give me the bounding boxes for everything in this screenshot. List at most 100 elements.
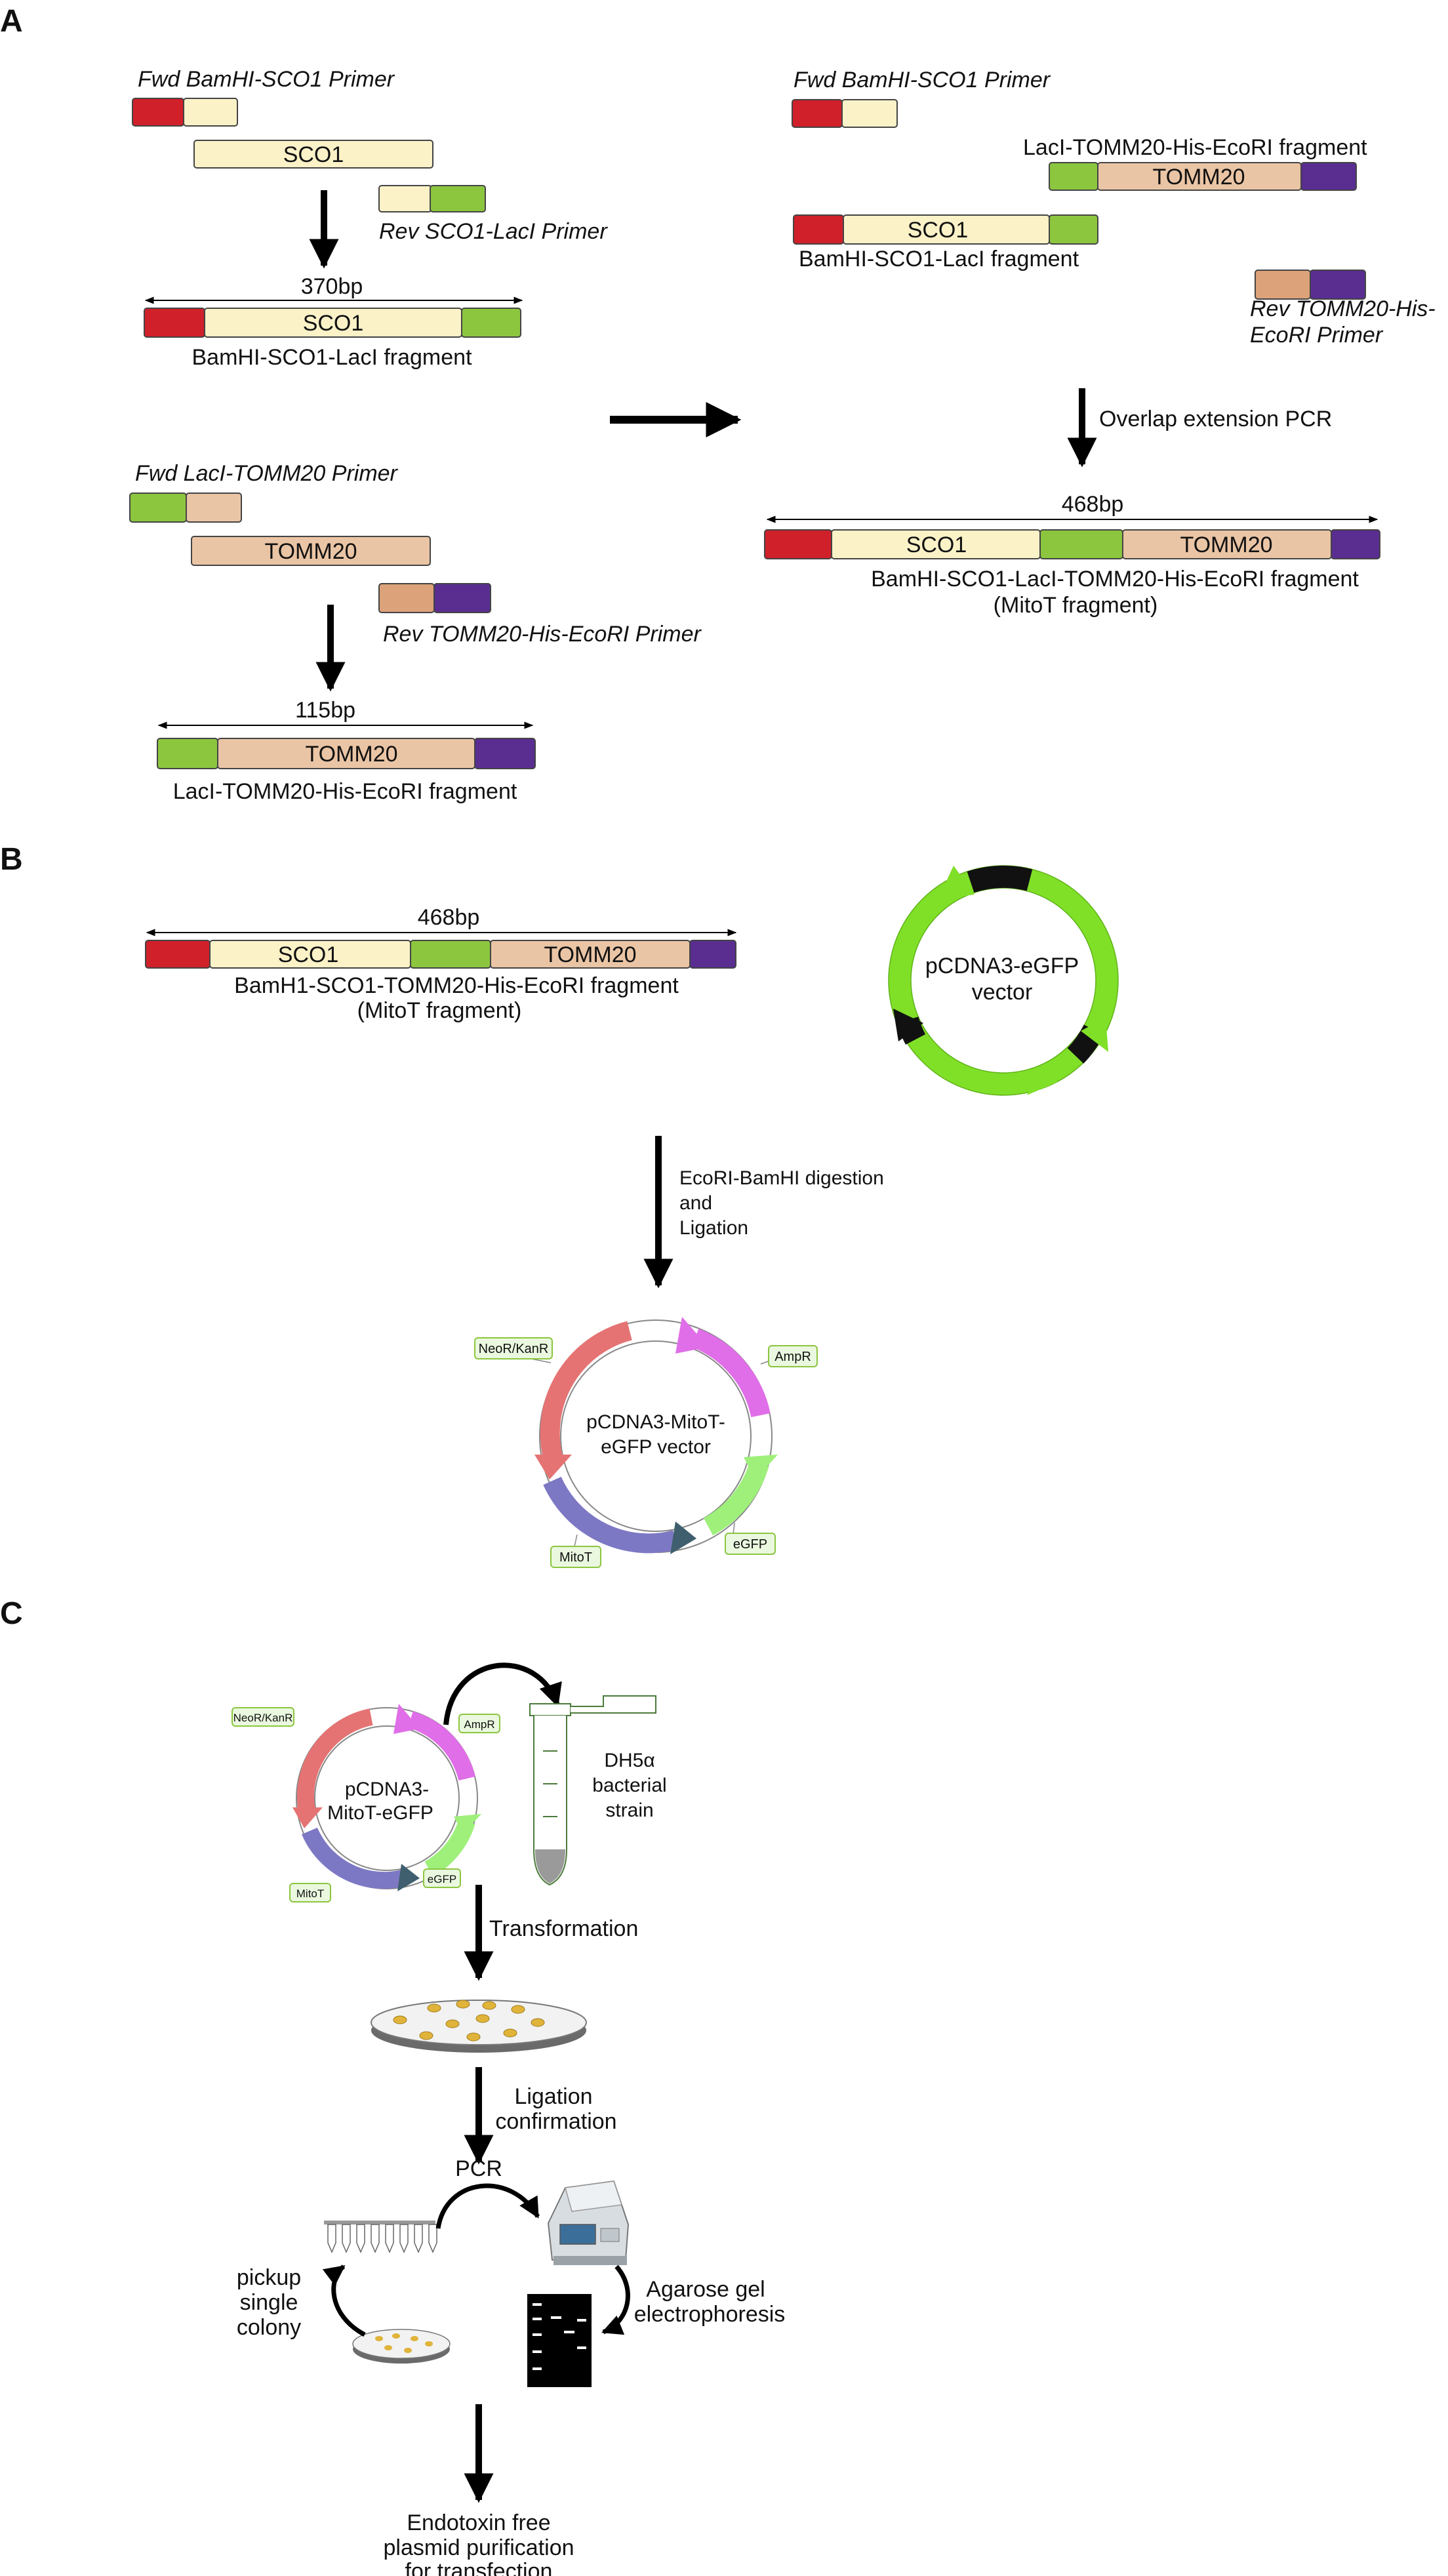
c-mitot-tag: MitoT [289, 1883, 331, 1902]
mitot-tomm20-label: TOMM20 [1180, 533, 1272, 557]
c-mitot-tag-label: MitoT [296, 1887, 325, 1900]
final-label-1: Endotoxin free [407, 2510, 550, 2535]
b-sco1-label: SCO1 [278, 942, 339, 967]
right-rev-primer-label-2: EcoRI Primer [1250, 323, 1384, 348]
agarose-gel-icon [527, 2294, 592, 2387]
ligation-label-2: confirmation [495, 2109, 616, 2134]
fwd-sco1-primer-label: Fwd BamHI-SCO1 Primer [138, 67, 395, 92]
final-label-3: for transfection [405, 2559, 553, 2576]
rev-sco1-primer [378, 185, 486, 212]
c-neo-tag-label: NeoR/KanR [233, 1712, 293, 1724]
tomm20-template-label: TOMM20 [264, 539, 357, 564]
amp-tag-label: AmpR [774, 1350, 811, 1364]
c-amp-tag-label: AmpR [464, 1718, 494, 1731]
final-label-2: plasmid purification [383, 2535, 574, 2560]
b-tomm20-label: TOMM20 [544, 942, 636, 967]
vector-label-2: vector [972, 980, 1033, 1005]
vector-label-1: pCDNA3-eGFP [925, 954, 1079, 978]
panel-c-label: C [0, 1596, 23, 1631]
pcr-label: PCR [455, 2156, 502, 2181]
pickup-arrow [322, 2264, 366, 2337]
rev-tomm20-primer-label: Rev TOMM20-His-EcoRI Primer [383, 622, 702, 647]
colony-plate-icon [352, 2329, 451, 2364]
c-plasmid-label-2: MitoT-eGFP [327, 1802, 433, 1824]
egfp-tag-label: eGFP [733, 1537, 767, 1552]
neo-tag-label: NeoR/KanR [479, 1342, 549, 1356]
pickup-label-2: single [240, 2290, 298, 2315]
gel-arrow [601, 2264, 630, 2335]
fwd-sco1-primer [132, 98, 238, 127]
right-tomm20-label: TOMM20 [1152, 165, 1245, 190]
panel-a-label: A [0, 4, 23, 39]
b-mitot-fragment: SCO1 TOMM20 [145, 940, 736, 969]
agarose-label-1: Agarose gel [646, 2277, 765, 2302]
mitot-tag-label: MitoT [559, 1550, 592, 1565]
overlap-pcr-label: Overlap extension PCR [1099, 407, 1332, 432]
bamhi-sco1-laci-fragment: SCO1 [144, 308, 521, 338]
digestion-step-1: EcoRI-BamHI digestion [679, 1167, 884, 1189]
pcdna3-egfp-plasmid [888, 865, 1119, 1096]
digestion-step-3: Ligation [679, 1217, 748, 1239]
right-rev-primer-label-1: Rev TOMM20-His- [1250, 296, 1436, 321]
amp-tag: AmpR [760, 1345, 818, 1367]
laci-tomm20-fragment: TOMM20 [157, 738, 536, 769]
bamhi-sco1-laci-fragment-label: BamHI-SCO1-LacI fragment [191, 345, 472, 370]
strain-label-1: DH5α [604, 1750, 654, 1771]
size-370-label: 370bp [301, 274, 363, 299]
right-sco1-label: SCO1 [908, 218, 969, 243]
size-115-label: 115bp [295, 698, 355, 723]
mitot-sco1-label: SCO1 [906, 533, 967, 557]
fwd-laci-primer-label: Fwd LacI-TOMM20 Primer [135, 461, 399, 486]
sco1-template: SCO1 [193, 140, 433, 169]
right-laci-fragment-label: LacI-TOMM20-His-EcoRI fragment [1023, 135, 1367, 160]
ligation-label-1: Ligation [514, 2084, 592, 2109]
result-plasmid-label-2: eGFP vector [601, 1436, 711, 1458]
transfer-arrow [443, 1662, 562, 1725]
pcr-strip-tubes-icon [324, 2221, 437, 2253]
fragment-sco1-label: SCO1 [303, 311, 364, 336]
pcdna3-mitot-egfp-plasmid [534, 1317, 778, 1554]
fragment-tomm20-label: TOMM20 [305, 742, 397, 767]
right-fwd-primer [792, 99, 898, 128]
right-bamhi-fragment-label: BamHI-SCO1-LacI fragment [799, 247, 1079, 272]
result-plasmid-label-1: pCDNA3-MitoT- [586, 1411, 725, 1433]
right-laci-tomm20-fragment: TOMM20 [1049, 162, 1357, 191]
thermocycler-icon [547, 2180, 630, 2265]
mitot-fragment-label: BamHI-SCO1-LacI-TOMM20-His-EcoRI fragmen… [871, 567, 1359, 592]
rev-tomm20-primer [378, 583, 491, 613]
panel-b-label: B [0, 842, 23, 877]
egfp-tag: eGFP [725, 1522, 776, 1555]
c-amp-tag: AmpR [458, 1714, 500, 1733]
neo-tag: NeoR/KanR [474, 1337, 553, 1363]
pcr-transfer-arrow [435, 2183, 540, 2229]
petri-dish-icon [371, 2000, 587, 2053]
mitot-tag: MitoT [550, 1534, 601, 1568]
mitot-fragment: SCO1 TOMM20 [764, 529, 1380, 559]
b-size-468-label: 468bp [418, 905, 480, 930]
mitot-fragment-sublabel: (MitoT fragment) [994, 593, 1158, 618]
c-plasmid-label-1: pCDNA3- [345, 1779, 429, 1800]
b-fragment-sublabel: (MitoT fragment) [357, 998, 522, 1023]
laci-tomm20-fragment-label: LacI-TOMM20-His-EcoRI fragment [173, 779, 517, 804]
agarose-label-2: electrophoresis [634, 2302, 786, 2327]
right-rev-primer [1255, 270, 1366, 300]
right-fwd-primer-label: Fwd BamHI-SCO1 Primer [794, 68, 1051, 92]
tomm20-template: TOMM20 [191, 536, 431, 566]
c-plasmid [292, 1704, 481, 1891]
pickup-label-1: pickup [237, 2265, 301, 2290]
fwd-laci-primer [129, 493, 242, 523]
sco1-template-label: SCO1 [283, 142, 344, 167]
digestion-step-2: and [679, 1192, 712, 1214]
strain-label-3: strain [605, 1800, 653, 1821]
size-468-label: 468bp [1062, 492, 1124, 517]
dh5a-tube-icon [529, 1695, 656, 1886]
rev-sco1-primer-label: Rev SCO1-LacI Primer [379, 219, 608, 244]
transformation-label: Transformation [489, 1916, 638, 1941]
right-bamhi-sco1-laci-fragment: SCO1 [793, 214, 1098, 245]
strain-label-2: bacterial [592, 1775, 666, 1796]
c-egfp-tag: eGFP [423, 1868, 461, 1888]
c-egfp-tag-label: eGFP [428, 1873, 456, 1885]
b-fragment-label: BamH1-SCO1-TOMM20-His-EcoRI fragment [234, 973, 679, 998]
c-neo-tag: NeoR/KanR [231, 1707, 294, 1727]
